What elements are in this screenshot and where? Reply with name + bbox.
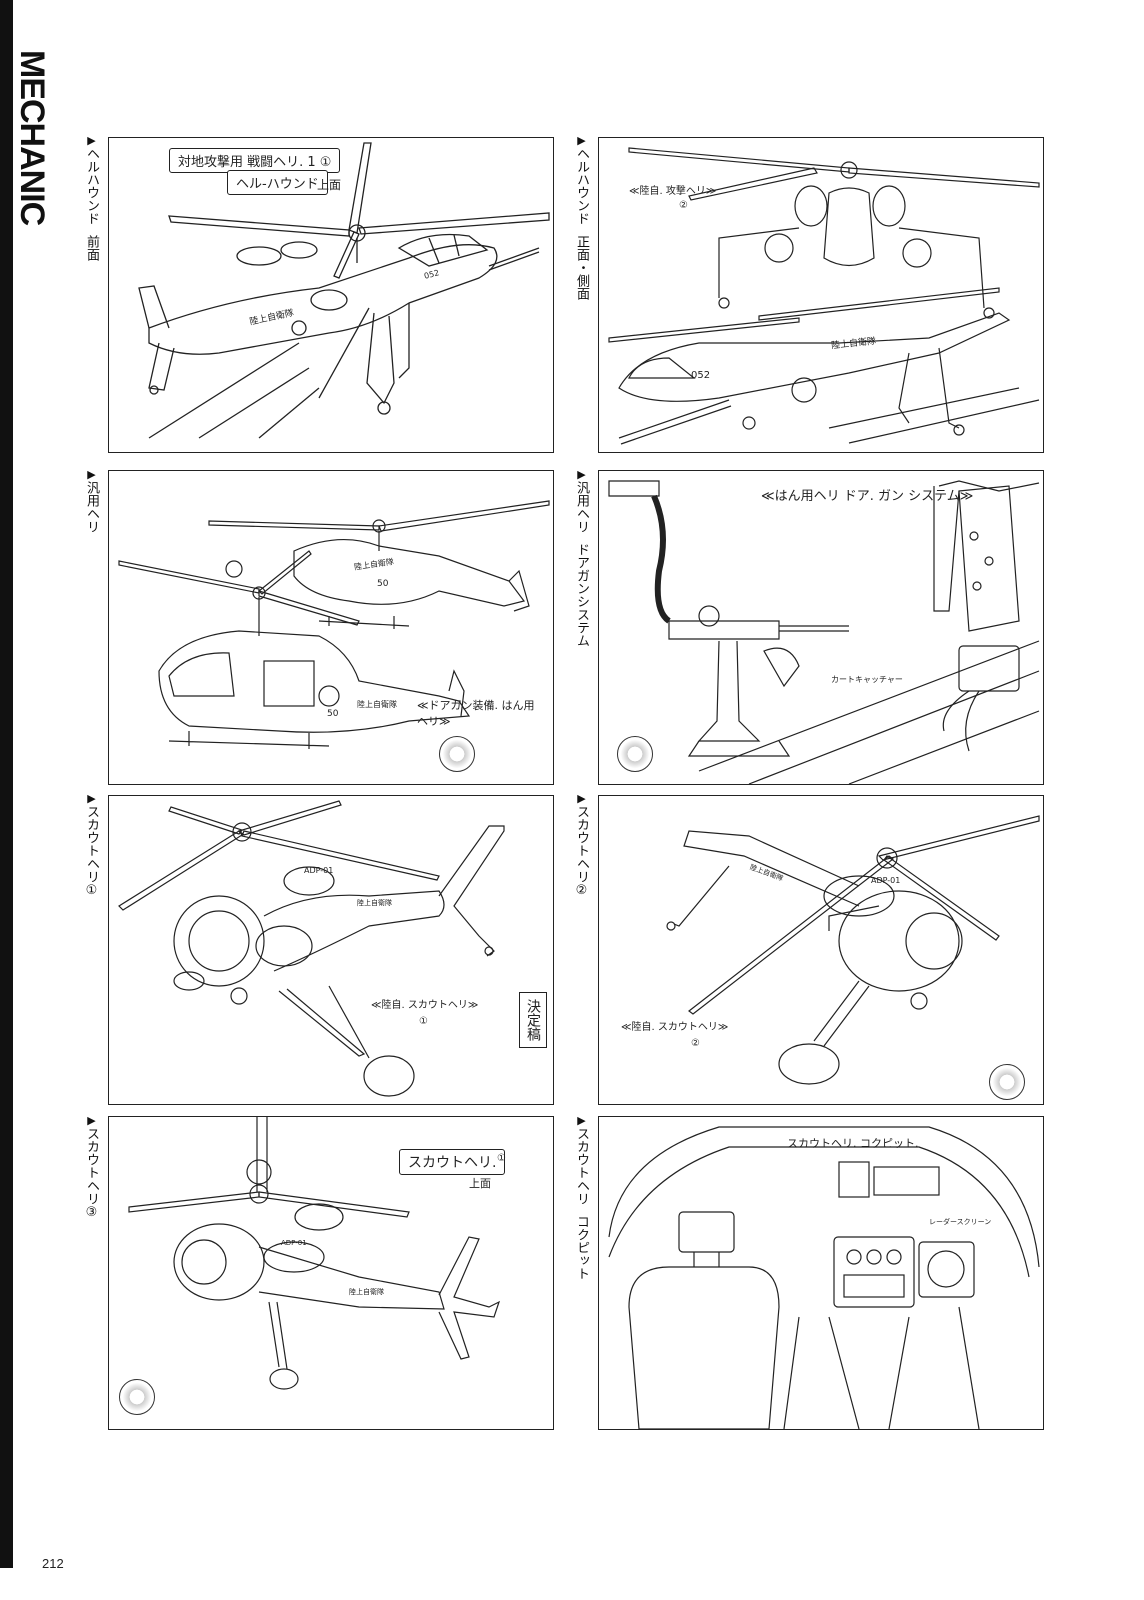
fuselage-number: 052 [691, 370, 711, 381]
header-label: ≪陸自. 攻撃ヘリ≫ [629, 186, 717, 197]
front-number: 50 [327, 709, 339, 719]
label: ≪陸自. スカウトヘリ≫ [621, 1022, 729, 1033]
caption-text: 汎用ヘリ [84, 481, 99, 533]
header-label: スカウトヘリ. コクピット. [787, 1137, 919, 1150]
scout-3-drawing [128, 1117, 501, 1390]
label: ≪陸自. スカウトヘリ≫ [371, 1000, 479, 1011]
hellhound-front-side-drawing [608, 147, 1040, 445]
header-name: スカウトヘリ. [399, 1149, 506, 1175]
fuselage-text: 陸上自衛隊 [349, 1288, 384, 1296]
radar-screen-label: レーダースクリーン [929, 1218, 992, 1226]
panel-hellhound-front-side: ≪陸自. 攻撃ヘリ≫ ② 陸上自衛隊 052 [598, 137, 1044, 453]
caption-sub: 正面・側面 [574, 235, 589, 300]
door-gun-drawing [608, 480, 1040, 784]
weapon-label: ≪ドアガン装備. はん用 ヘリ≫ [417, 699, 535, 728]
caption-sub: 前面 [84, 235, 99, 261]
page-number: 212 [42, 1556, 64, 1571]
signature-stamp [989, 1064, 1025, 1100]
panel-6-caption: ▶スカウトヘリ② [574, 792, 589, 898]
header-view: 上面 [317, 178, 342, 192]
nose-code: ADP-01 [304, 866, 334, 875]
caption-text: スカウトヘリ [574, 1127, 589, 1205]
caption-text: スカウトヘリ① [84, 805, 99, 898]
header-label: ≪はん用ヘリ ドア. ガン システム≫ [761, 489, 974, 504]
signature-stamp [617, 736, 653, 772]
section-title: MECHANIC [13, 50, 51, 226]
header-label: 対地攻撃用 戦闘ヘリ. 1 ① [169, 148, 341, 173]
utility-heli-drawing [118, 500, 550, 749]
signature-stamp [439, 736, 475, 772]
caption-text: スカウトヘリ② [574, 805, 589, 898]
panel-4-caption: ▶汎用ヘリドアガンシステム [574, 468, 589, 647]
side-bar [0, 0, 13, 1568]
cart-catcher-label: カートキャッチャー [831, 675, 903, 684]
front-fuselage-text: 陸上自衛隊 [357, 700, 397, 709]
header-num: ② [679, 200, 688, 211]
panel-2-caption: ▶ヘルハウンド正面・側面 [574, 134, 589, 300]
final-draft-box: 決定稿 [519, 992, 547, 1048]
panel-3-caption: ▶汎用ヘリ [84, 468, 99, 533]
panel-7-caption: ▶スカウトヘリ③ [84, 1114, 99, 1220]
nose-code: ADP-01 [281, 1239, 307, 1247]
rear-number: 50 [377, 579, 389, 589]
panel-5-caption: ▶スカウトヘリ① [84, 792, 99, 898]
caption-sub: コクピット [574, 1215, 589, 1280]
nose-code: ADP-01 [871, 876, 901, 885]
panel-1-caption: ▶ヘルハウンド前面 [84, 134, 99, 261]
panel-scout-3: スカウトヘリ. ① 上面 ADP-01 陸上自衛隊 [108, 1116, 554, 1430]
caption-text: スカウトヘリ③ [84, 1127, 99, 1220]
header-name: ヘル-ハウンド [227, 170, 328, 195]
panel-8-caption: ▶スカウトヘリコクピット [574, 1114, 589, 1280]
panel-hellhound-front: 対地攻撃用 戦闘ヘリ. 1 ① ヘル-ハウンド 上面 陸上自衛隊 052 [108, 137, 554, 453]
panel-scout-1: ADP-01 陸上自衛隊 ≪陸自. スカウトヘリ≫ ① 決定稿 [108, 795, 554, 1105]
caption-text: ヘルハウンド [84, 147, 99, 225]
caption-text: 汎用ヘリ [574, 481, 589, 533]
scout-1-drawing [118, 800, 505, 1097]
scout-2-drawing [666, 815, 1040, 1085]
panel-scout-cockpit: スカウトヘリ. コクピット. レーダースクリーン [598, 1116, 1044, 1430]
scout-cockpit-drawing [608, 1126, 1040, 1429]
header-view: 上面 [469, 1177, 491, 1190]
label-num: ① [419, 1016, 428, 1027]
panel-scout-2: ADP-01 陸上自衛隊 ≪陸自. スカウトヘリ≫ ② [598, 795, 1044, 1105]
label-num: ② [691, 1038, 700, 1049]
panel-utility-heli: 陸上自衛隊 50 陸上自衛隊 50 ≪ドアガン装備. はん用 ヘリ≫ [108, 470, 554, 785]
caption-text: ヘルハウンド [574, 147, 589, 225]
signature-stamp [119, 1379, 155, 1415]
panel-door-gun: ≪はん用ヘリ ドア. ガン システム≫ カートキャッチャー [598, 470, 1044, 785]
caption-sub: ドアガンシステム [574, 543, 589, 647]
hellhound-front-drawing [138, 142, 550, 439]
header-num: ① [497, 1153, 506, 1164]
fuselage-text: 陸上自衛隊 [357, 899, 392, 907]
